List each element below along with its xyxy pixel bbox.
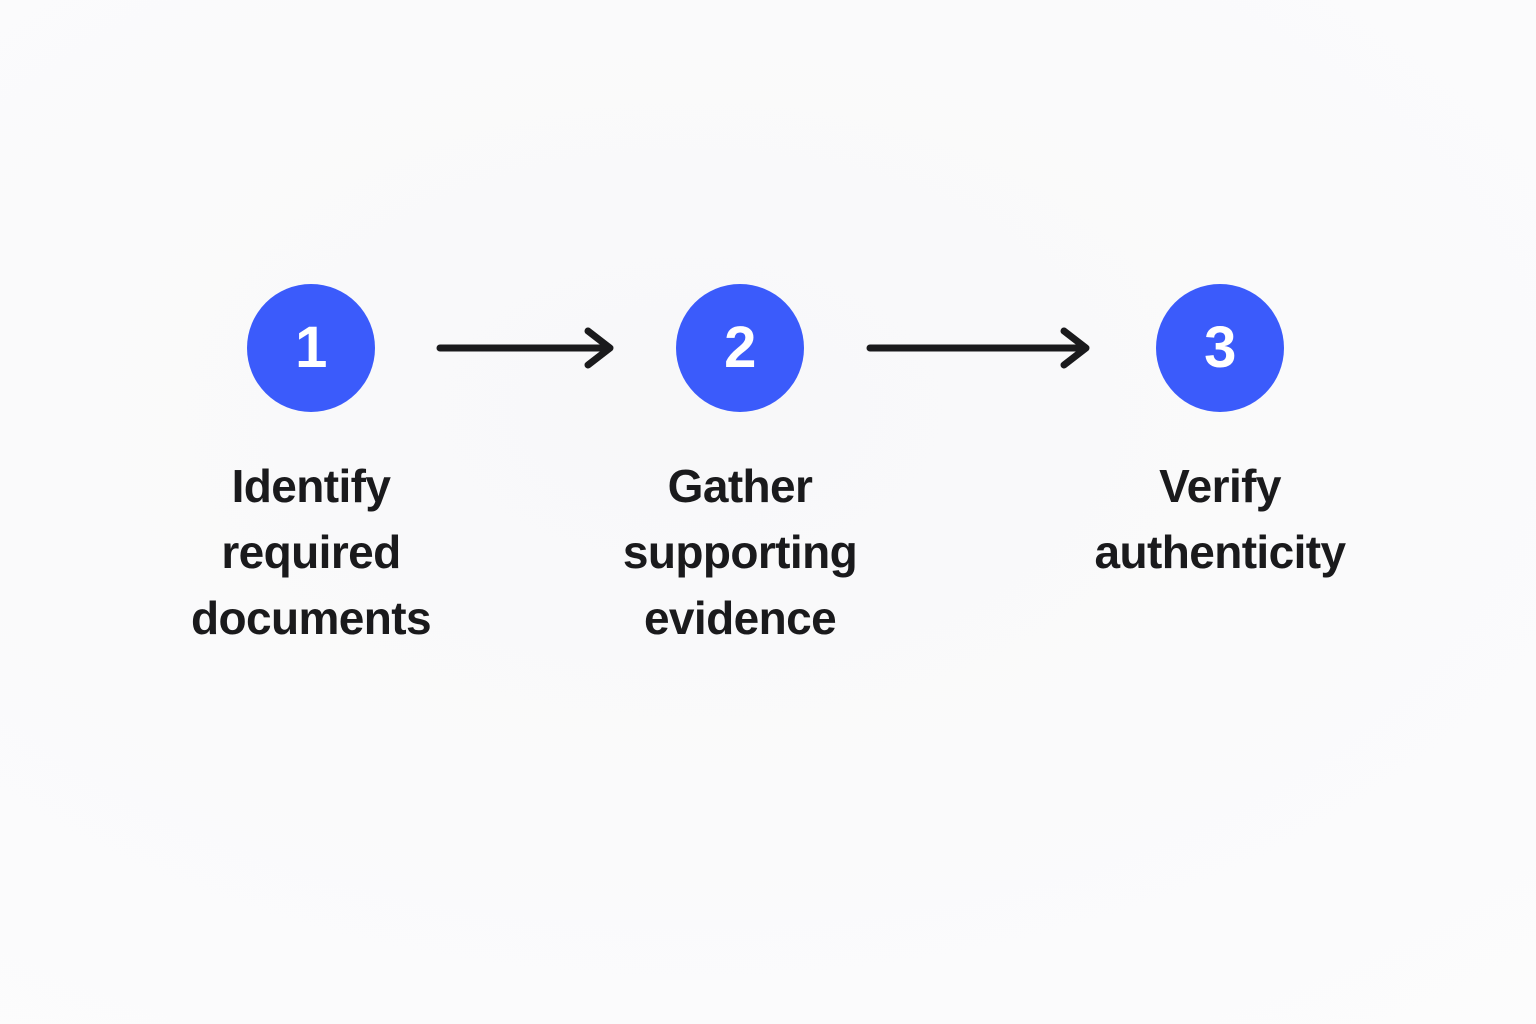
process-step-3[interactable]: 3 Verify authenticity (1070, 284, 1370, 586)
step-2-badge[interactable]: 2 (676, 284, 804, 412)
process-step-1[interactable]: 1 Identify required documents (161, 284, 461, 651)
process-step-2[interactable]: 2 Gather supporting evidence (590, 284, 890, 651)
step-1-number: 1 (295, 315, 327, 380)
arrow-right-icon (866, 327, 1090, 369)
step-2-number: 2 (724, 315, 756, 380)
arrow-right-icon (436, 327, 614, 369)
step-1-badge[interactable]: 1 (247, 284, 375, 412)
step-3-badge[interactable]: 3 (1156, 284, 1284, 412)
connector-arrow-1 (436, 318, 618, 378)
step-1-label: Identify required documents (191, 460, 432, 644)
step-3-label: Verify authenticity (1094, 460, 1347, 578)
step-3-number: 3 (1204, 315, 1236, 380)
connector-arrow-2 (866, 318, 1094, 378)
step-2-label: Gather supporting evidence (622, 460, 858, 644)
